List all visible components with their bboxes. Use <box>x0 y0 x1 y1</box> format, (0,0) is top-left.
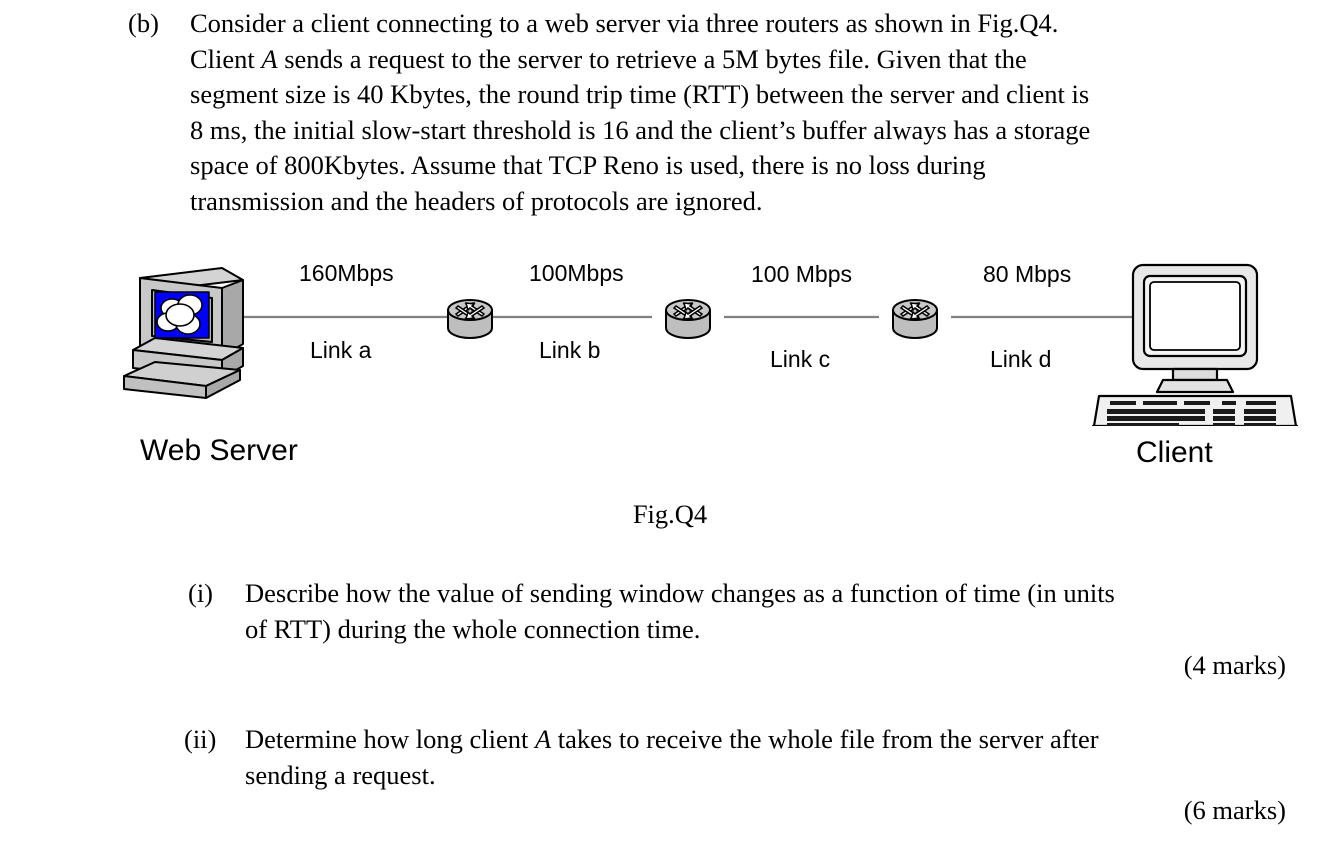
sub-ii-line-1: Determine how long client A takes to rec… <box>245 724 1099 754</box>
statement-line-3: segment size is 40 Kbytes, the round tri… <box>190 79 1090 109</box>
marks-ii: (6 marks) <box>1183 795 1286 825</box>
question-statement: Consider a client connecting to a web se… <box>190 6 1288 219</box>
link-name-d: Link d <box>990 346 1052 372</box>
marks-i: (4 marks) <box>1183 650 1286 680</box>
link-bandwidth-c: 100 Mbps <box>751 261 853 287</box>
statement-line-4: 8 ms, the initial slow-start threshold i… <box>190 114 1091 145</box>
statement-line-5: space of 800Kbytes. Assume that TCP Reno… <box>190 150 986 180</box>
link-bandwidth-b: 100Mbps <box>529 260 624 286</box>
figure-caption: Fig.Q4 <box>632 499 708 529</box>
link-name-a: Link a <box>310 337 372 363</box>
sub-question-i-label: (i) <box>188 578 214 608</box>
statement-line-6: transmission and the headers of protocol… <box>190 185 763 216</box>
link-bandwidth-a: 160Mbps <box>299 260 394 286</box>
network-topology-graphic <box>123 263 1299 426</box>
router-icon-1 <box>447 299 493 339</box>
link-name-b: Link b <box>539 337 601 363</box>
sub-question-i: (i) Describe how the value of sending wi… <box>188 576 1288 647</box>
statement-line-2: Client A sends a request to the server t… <box>190 43 1027 74</box>
statement-line-1: Consider a client connecting to a web se… <box>190 8 1059 38</box>
network-diagram: 160Mbps 100Mbps 100 Mbps 80 Mbps Link a … <box>0 246 1340 546</box>
sub-question-ii: (ii) Determine how long client A takes t… <box>184 722 1288 793</box>
link-name-c: Link c <box>770 346 831 372</box>
question-part-label: (b) <box>128 8 159 38</box>
client-variable-a-2: A <box>534 724 552 754</box>
client-variable-a: A <box>261 43 278 74</box>
sub-ii-line-2: sending a request. <box>245 759 436 790</box>
client-pc-icon <box>1091 263 1299 426</box>
sub-question-i-text: Describe how the value of sending window… <box>245 576 1288 647</box>
router-icon-3 <box>892 299 938 339</box>
sub-question-ii-text: Determine how long client A takes to rec… <box>245 722 1288 793</box>
sub-question-ii-label: (ii) <box>184 724 217 754</box>
web-server-label: Web Server <box>140 434 298 467</box>
sub-i-line-1: Describe how the value of sending window… <box>245 578 1115 608</box>
link-bandwidth-d: 80 Mbps <box>983 261 1072 287</box>
client-label: Client <box>1136 436 1213 469</box>
router-icon-2 <box>665 299 711 339</box>
web-server-icon <box>123 267 244 399</box>
sub-i-line-2: of RTT) during the whole connection time… <box>245 613 701 644</box>
question-part-b: (b) Consider a client connecting to a we… <box>128 6 1288 219</box>
